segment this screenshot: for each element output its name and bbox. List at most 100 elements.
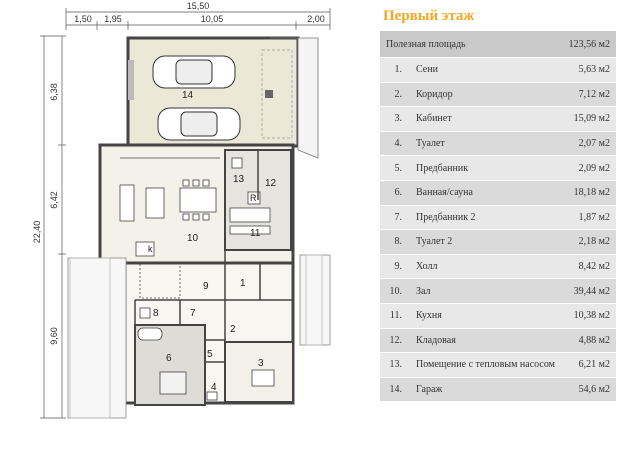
room-name: Коридор	[410, 81, 563, 107]
floor-title: Первый этаж	[383, 8, 475, 24]
garage	[126, 36, 319, 159]
area-panel: Первый этаж Полезная площадь 123,56 м2 1…	[375, 0, 620, 451]
room-area: 39,44 м2	[562, 278, 616, 304]
room-name: Туалет	[410, 130, 563, 156]
table-header: Полезная площадь 123,56 м2	[380, 31, 616, 58]
bathroom-furniture	[137, 307, 275, 401]
header-area: 123,56 м2	[562, 31, 616, 58]
room-area: 7,12 м2	[562, 81, 616, 107]
dim-top-4: 2,00	[307, 14, 325, 24]
room-name: Холл	[410, 253, 563, 279]
room-area: 18,18 м2	[562, 179, 616, 206]
row-number: 8.	[380, 229, 410, 255]
row-number: 1.	[380, 57, 410, 83]
inner-walls	[134, 150, 293, 363]
row-number: 9.	[380, 253, 410, 279]
room-name: Кухня	[410, 302, 563, 329]
room-label-5: 5	[207, 349, 213, 360]
row-number: 6.	[380, 179, 410, 206]
dim-left-1: 6,38	[49, 83, 59, 101]
room-name: Ванная/сауна	[410, 179, 563, 206]
dim-top-1: 1,50	[74, 14, 92, 24]
dim-top-2: 1,95	[104, 14, 122, 24]
room-area: 2,07 м2	[562, 130, 616, 156]
kitchen-furniture	[229, 157, 271, 235]
room-name: Туалет 2	[410, 229, 563, 255]
living-furniture	[119, 157, 220, 299]
car-icon	[152, 55, 236, 89]
room-name: Предбанник	[410, 155, 563, 181]
dim-top-total: 15,50	[187, 1, 210, 11]
room-label-1: 1	[240, 278, 246, 289]
room-name: Гараж	[410, 376, 563, 402]
car-icon	[157, 107, 241, 141]
row-number: 3.	[380, 106, 410, 132]
room-label-7: 7	[190, 308, 196, 319]
room-label-14: 14	[182, 90, 194, 101]
room-area: 10,38 м2	[562, 302, 616, 329]
room-area: 15,09 м2	[562, 106, 616, 132]
room-name: Предбанник 2	[410, 204, 563, 230]
room-label-12: 12	[265, 178, 277, 189]
row-number: 14.	[380, 376, 410, 402]
top-dimensions	[65, 8, 331, 30]
row-number: 7.	[380, 204, 410, 230]
row-number: 12.	[380, 327, 410, 353]
room-area: 2,09 м2	[562, 155, 616, 181]
room-label-10: 10	[187, 233, 199, 244]
dim-left-3: 9,60	[49, 327, 59, 345]
room-name: Помещение с тепловым насосом	[410, 352, 563, 378]
room-label-11: 11	[250, 228, 261, 239]
floor-plan: 15,50 1,50 1,95 10,05 2,00 22,40 6,38 6,…	[32, 1, 331, 419]
dim-left-2: 6,42	[49, 191, 59, 209]
utility-r-label: R	[250, 193, 257, 203]
row-number: 5.	[380, 155, 410, 181]
room-area: 54,6 м2	[562, 376, 616, 402]
room-name: Кабинет	[410, 106, 563, 132]
room-name: Зал	[410, 278, 563, 304]
kitchen-k-label: k	[148, 244, 153, 254]
room-name: Кладовая	[410, 327, 563, 353]
row-number: 10.	[380, 278, 410, 304]
room-area: 5,63 м2	[562, 57, 616, 83]
room-area: 1,87 м2	[562, 204, 616, 230]
room-label-3: 3	[258, 358, 264, 369]
row-number: 4.	[380, 130, 410, 156]
dim-left-total: 22,40	[32, 221, 42, 244]
room-label-9: 9	[203, 281, 209, 292]
room-area: 2,18 м2	[562, 229, 616, 255]
room-area: 8,42 м2	[562, 253, 616, 279]
left-dimensions	[40, 35, 66, 419]
dim-top-3: 10,05	[201, 14, 224, 24]
room-name: Сени	[410, 57, 563, 83]
room-labels: 14 13 12 10 11 9 1 8 7 2 6 5 3 4 k R	[148, 90, 277, 393]
room-area: 4,88 м2	[562, 327, 616, 353]
room-label-2: 2	[230, 324, 236, 335]
header-label: Полезная площадь	[380, 31, 563, 58]
row-number: 11.	[380, 302, 410, 329]
terraces	[67, 254, 331, 419]
room-label-4: 4	[211, 382, 217, 393]
room-label-8: 8	[153, 308, 159, 319]
room-area: 6,21 м2	[562, 352, 616, 378]
room-label-13: 13	[233, 174, 245, 185]
row-number: 2.	[380, 81, 410, 107]
room-label-6: 6	[166, 353, 172, 364]
